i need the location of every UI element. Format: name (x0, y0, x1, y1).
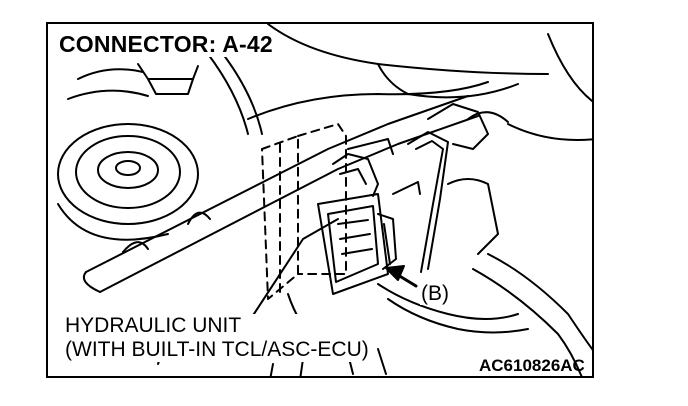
figure-code: AC610826AC (479, 356, 585, 375)
hydraulic-unit-caption-line2: (WITH BUILT-IN TCL/ASC-ECU) (65, 338, 369, 361)
hydraulic-unit-leader-line (249, 218, 339, 321)
hydraulic-unit (317, 138, 421, 295)
connector-b-label: (B) (420, 282, 450, 305)
connector-title: CONNECTOR: A-42 (59, 31, 277, 57)
top-bracket (67, 53, 263, 135)
strut-tower (57, 123, 199, 241)
strut-bar (82, 95, 479, 293)
engine-bay-illustration (57, 24, 592, 376)
connector-b-arrow (385, 265, 418, 288)
hydraulic-unit-outline (261, 123, 347, 300)
hood-contour (247, 24, 592, 141)
diagram-frame: CONNECTOR: A-42 (B) HYDRAULIC UNIT (WITH… (46, 22, 594, 378)
brake-lines (407, 103, 592, 376)
hydraulic-unit-caption-line1: HYDRAULIC UNIT (65, 314, 242, 337)
hydraulic-unit-caption: HYDRAULIC UNIT (WITH BUILT-IN TCL/ASC-EC… (62, 314, 372, 362)
